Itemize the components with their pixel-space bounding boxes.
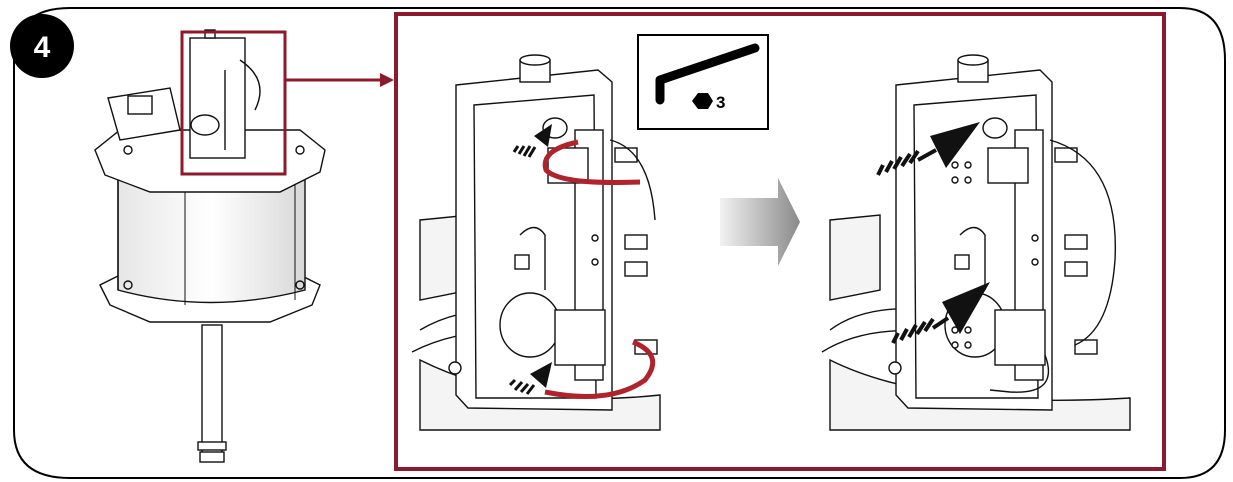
pump-cylinder — [117, 164, 306, 304]
before-lower-arrow — [508, 362, 552, 395]
pump-overview — [94, 29, 326, 463]
pump-rod — [201, 324, 223, 456]
before-upper-hose — [542, 139, 641, 185]
hex-key-size: 3 — [716, 93, 725, 112]
before-panel — [411, 54, 661, 431]
after-lower-arrow — [891, 282, 990, 344]
after-upper-arrow — [876, 122, 980, 176]
callout-arrowhead — [380, 73, 394, 87]
step-badge: 4 — [10, 14, 74, 78]
hex-size-icon — [692, 93, 713, 109]
transition-arrow — [720, 178, 800, 266]
step-badge-circle — [10, 14, 74, 78]
hex-key-icon — [655, 43, 760, 105]
step-number: 4 — [34, 31, 51, 64]
pump-top-assembly — [189, 37, 246, 159]
detail-highlight-box — [180, 30, 287, 176]
tool-box: 3 — [637, 34, 769, 130]
before-lower-hose — [544, 339, 656, 399]
before-motor — [499, 292, 561, 358]
before-upper-arrow — [512, 124, 552, 158]
